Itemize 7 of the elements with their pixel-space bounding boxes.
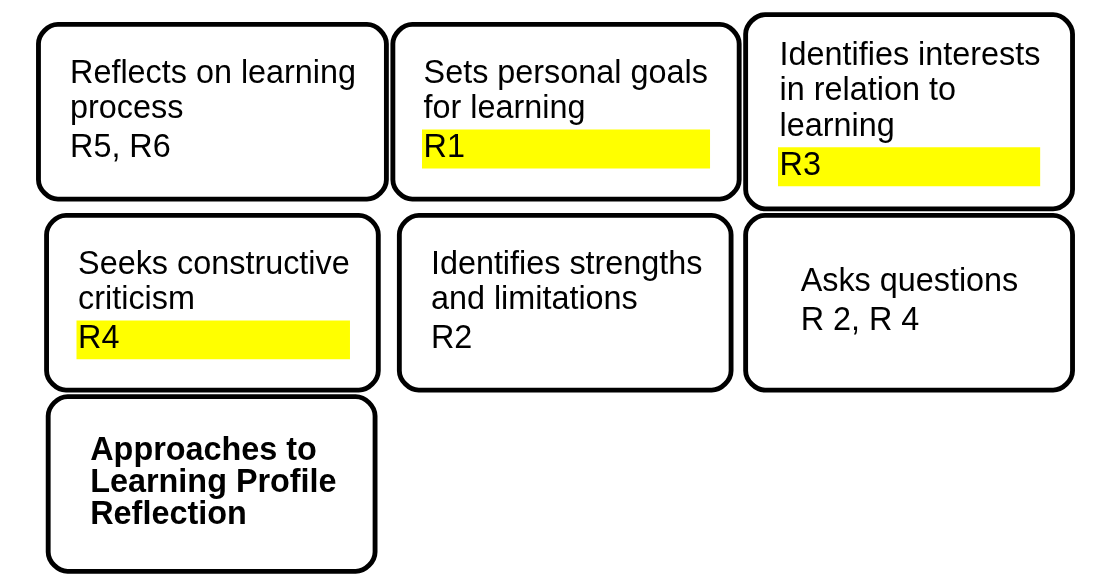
node-box: Seeks constructive criticism R4 (43, 212, 381, 393)
node-box: Identifies interests in relation to learning R3 (742, 12, 1075, 212)
node-box: Identifies strengths and limitations R2 (396, 212, 733, 393)
node-box: Approaches to Learning Profile Reflection (45, 394, 377, 574)
node-box: Asks questions R 2, R 4 (742, 212, 1075, 393)
node-box: Sets personal goals for learning R1 (389, 21, 742, 202)
node-box: Reflects on learning process R5, R6 (35, 21, 389, 202)
